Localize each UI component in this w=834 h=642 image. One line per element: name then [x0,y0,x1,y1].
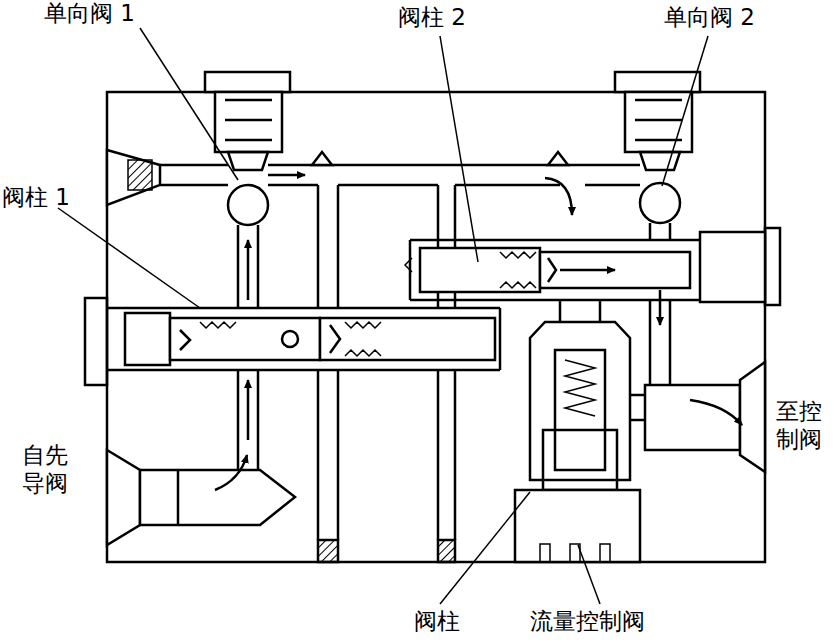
part-label: 阀柱 1 [2,184,70,212]
part-label: 单向阀 1 [44,0,135,28]
part-label: 阀柱 [414,608,460,636]
part-label: 流量控制阀 [530,608,645,636]
part-label: 阀柱 2 [398,4,466,32]
part-label: 至控制阀 [776,398,826,453]
part-label: 单向阀 2 [664,4,755,32]
part-label: 自先导阀 [22,442,72,497]
